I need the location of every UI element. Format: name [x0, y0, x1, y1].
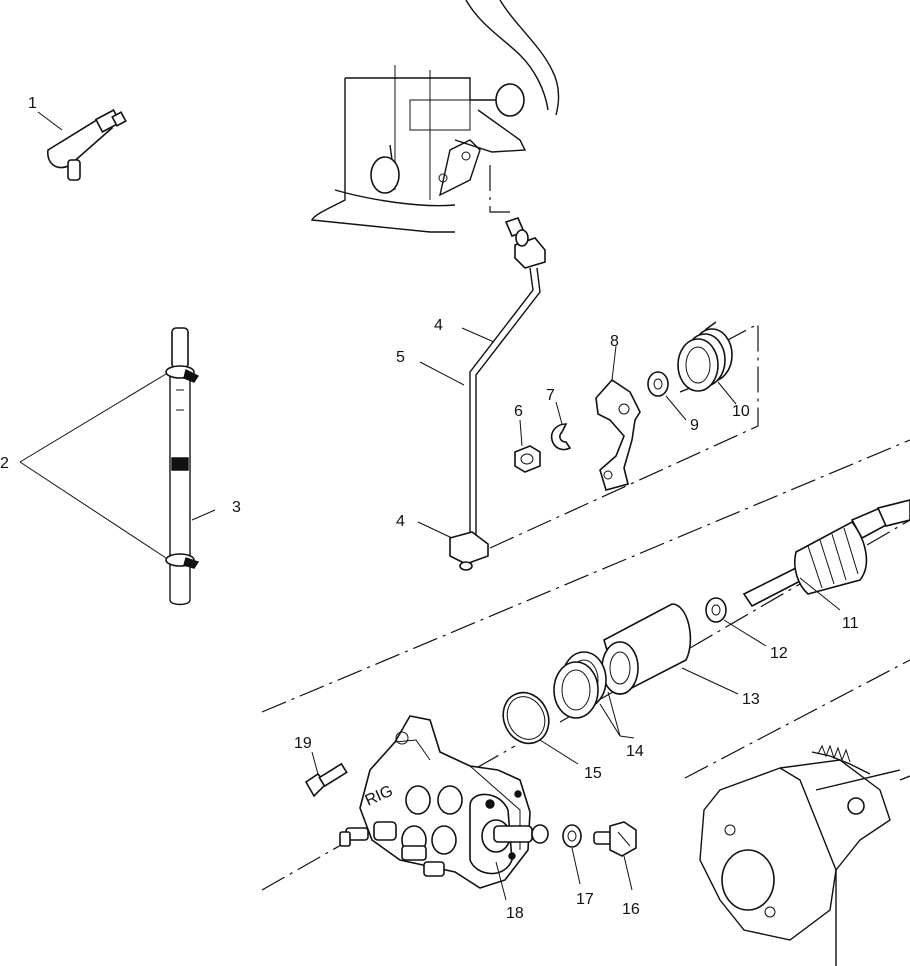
part-13-pump-sleeve — [601, 603, 739, 696]
callout-8: 8 — [610, 333, 619, 350]
callout-12: 12 — [770, 645, 788, 662]
part-14-oil-seals — [553, 651, 635, 739]
callout-4a: 4 — [434, 317, 443, 334]
part-17-sealing-washer — [562, 824, 582, 885]
callout-10: 10 — [732, 403, 750, 420]
part-1-elbow-fitting — [37, 109, 127, 181]
part-6-nut — [514, 419, 541, 473]
part-5-control-cable — [419, 267, 541, 535]
center-line-lever-group — [489, 323, 759, 549]
callout-15: 15 — [584, 765, 602, 782]
callout-3: 3 — [232, 499, 241, 516]
callout-13: 13 — [742, 691, 760, 708]
engine-case-top — [310, 0, 560, 233]
crankcase-mount-flange — [699, 744, 910, 966]
callout-labels: 1 2 3 4 4 5 6 7 8 9 10 11 12 13 14 15 16… — [0, 95, 859, 922]
center-line-upper-border — [261, 439, 910, 713]
part-8-pump-lever — [595, 345, 641, 491]
callout-1: 1 — [28, 95, 37, 112]
part-11-drive-gear-shaft — [742, 499, 910, 611]
callout-19: 19 — [294, 735, 312, 752]
center-line-lower-border — [684, 659, 910, 779]
part-7-e-clip — [550, 401, 572, 451]
center-line-cable-top — [489, 165, 515, 213]
callout-4b: 4 — [396, 513, 405, 530]
callout-11: 11 — [842, 615, 859, 632]
part-16-bleed-screw — [593, 821, 637, 891]
callout-6: 6 — [514, 403, 523, 420]
callout-5: 5 — [396, 349, 405, 366]
part-12-thrust-washer — [705, 597, 767, 647]
part-3-oil-hose — [169, 327, 216, 606]
part-18-oil-pump-body: RIG — [339, 715, 549, 901]
part-9-washer — [647, 371, 687, 421]
callout-2: 2 — [0, 455, 9, 472]
part-10-return-spring — [677, 321, 737, 405]
callout-16: 16 — [622, 901, 640, 918]
callout-14: 14 — [626, 743, 644, 760]
callout-7: 7 — [546, 387, 555, 404]
part-15-o-ring — [502, 691, 579, 765]
part-4-cable-ends — [417, 217, 546, 571]
part-2-hose-clamps — [19, 365, 200, 569]
part-19-mounting-bolt — [304, 751, 348, 798]
callout-9: 9 — [690, 417, 699, 434]
callout-18: 18 — [506, 905, 524, 922]
callout-17: 17 — [576, 891, 594, 908]
